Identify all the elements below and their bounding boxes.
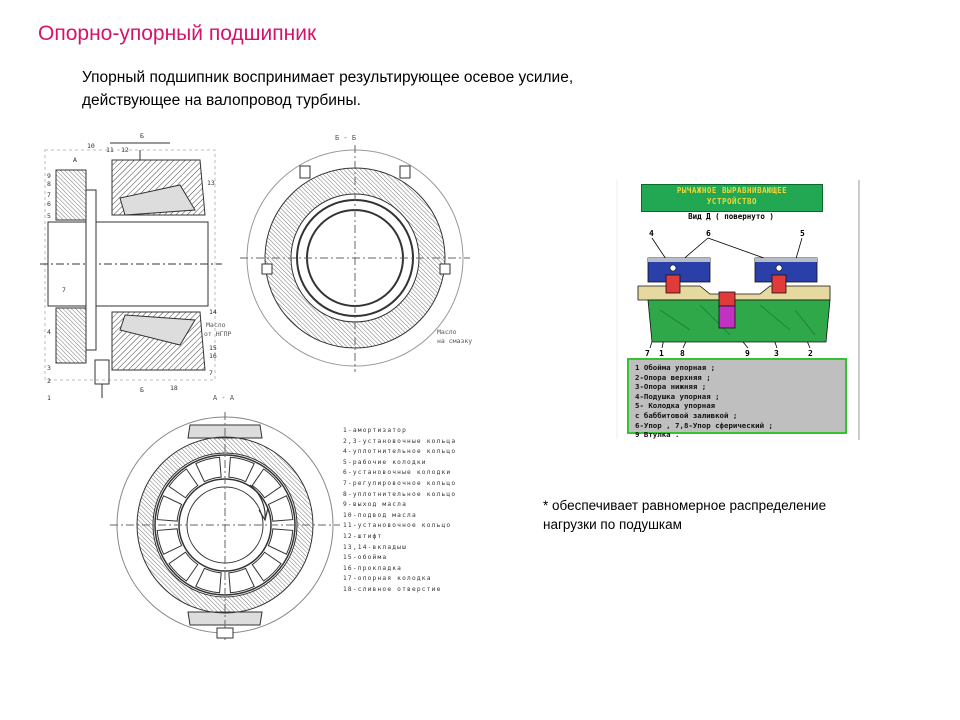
- green-base: [647, 299, 831, 343]
- legend-item: 5-рабочие колодки: [343, 458, 427, 466]
- svg-text:12: 12: [121, 146, 129, 154]
- panel-legend-item: 4-Подушка упорная ;: [635, 391, 720, 401]
- thrust-pad: [267, 495, 294, 522]
- legend-item: 6-установочные колодки: [343, 469, 452, 477]
- svg-text:3: 3: [47, 364, 51, 372]
- section-bb-label: Б - Б: [335, 134, 356, 142]
- section-aa-label: А - А: [213, 394, 235, 402]
- svg-text:2: 2: [808, 349, 813, 358]
- panel-legend-item: 6-Упор , 7,8-Упор сферический ;: [635, 420, 773, 430]
- drawing-legend: 1-амортизатор 2,3-установочные кольца 4-…: [343, 426, 456, 596]
- thrust-pad: [251, 551, 282, 582]
- panel-legend-item: 1 Обойма упорная ;: [635, 363, 716, 372]
- legend-item: 1-амортизатор: [343, 427, 408, 434]
- thrust-pad: [156, 528, 183, 555]
- svg-text:7: 7: [62, 286, 66, 294]
- legend-item: 13,14-вкладыш: [343, 543, 408, 551]
- svg-text:16: 16: [209, 352, 217, 360]
- legend-item: 17-опорная колодка: [343, 575, 432, 583]
- thrust-pad: [267, 528, 294, 555]
- section-bb: [240, 145, 470, 372]
- legend-item: 7-регулировочное кольцо: [343, 479, 457, 487]
- svg-text:7: 7: [209, 369, 213, 377]
- thrust-pad: [156, 495, 183, 522]
- svg-text:5: 5: [800, 229, 805, 238]
- thrust-pad: [195, 567, 222, 594]
- svg-text:18: 18: [170, 384, 178, 392]
- svg-text:11: 11: [106, 146, 114, 154]
- oil-label-1: Масло: [206, 321, 226, 329]
- svg-text:5: 5: [47, 212, 51, 220]
- svg-text:7: 7: [47, 191, 51, 199]
- thrust-pads-ring: [156, 456, 294, 594]
- magenta-bushing: [718, 305, 736, 329]
- legend-item: 9-выход масла: [343, 501, 408, 509]
- red-support-right: [771, 274, 787, 294]
- panel-title-line-2: УСТРОЙСТВО: [706, 197, 758, 206]
- panel-title-line-1: РЫЧАЖНОЕ ВЫРАВНИВАЮЩЕЕ: [676, 186, 788, 195]
- oil-label-4: на смазку: [437, 337, 472, 345]
- svg-text:13: 13: [207, 179, 215, 187]
- svg-text:9: 9: [745, 349, 750, 358]
- oil-label-3: Масло: [437, 328, 457, 336]
- thrust-pad: [168, 551, 199, 582]
- intro-line-2: действующее на валопровод турбины.: [82, 92, 361, 109]
- oil-label-2: от НГПР: [204, 330, 231, 338]
- svg-text:6: 6: [47, 200, 51, 208]
- legend-item: 18-сливное отверстие: [343, 585, 442, 593]
- svg-text:10: 10: [87, 142, 95, 150]
- thrust-pad: [228, 567, 255, 594]
- svg-text:1: 1: [659, 349, 664, 358]
- longitudinal-section: [40, 142, 222, 398]
- svg-text:14: 14: [209, 308, 217, 316]
- legend-item: 15-обойма: [343, 554, 388, 562]
- panel-legend: 1 Обойма упорная ; 2-Опора верхняя ; 3-О…: [627, 358, 847, 439]
- legend-item: 11-установочное кольцо: [343, 522, 452, 530]
- intro-line-1: Упорный подшипник воспринимает результир…: [82, 69, 574, 86]
- legend-item: 10-подвод масла: [343, 511, 417, 519]
- svg-text:6: 6: [706, 229, 711, 238]
- thrust-pad: [168, 468, 199, 499]
- svg-text:9: 9: [47, 172, 51, 180]
- svg-text:7: 7: [645, 349, 650, 358]
- panel-legend-item: 5- Колодка упорная: [635, 401, 716, 411]
- svg-text:1: 1: [47, 394, 51, 402]
- panel-legend-item: 9 Втулка .: [635, 430, 680, 440]
- legend-item: 12-штифт: [343, 532, 383, 540]
- panel-legend-item: 3-Опора нижняя ;: [635, 382, 707, 392]
- slide-title: Опорно-упорный подшипник: [38, 22, 317, 45]
- svg-text:А: А: [73, 156, 77, 164]
- svg-text:15: 15: [209, 344, 217, 352]
- red-support-left: [665, 274, 681, 294]
- panel-legend-item: с баббитовой заливкой ;: [635, 410, 738, 420]
- red-support-center: [718, 291, 736, 307]
- legend-item: 2,3-установочные кольца: [343, 437, 457, 445]
- svg-text:Б: Б: [140, 386, 144, 394]
- note-line-2: нагрузки по подушкам: [543, 517, 682, 532]
- note-line-1: * обеспечивает равномерное распределение: [543, 498, 827, 513]
- section-aa: [110, 412, 340, 640]
- svg-text:2: 2: [47, 377, 51, 385]
- legend-item: 8-уплотнительное кольцо: [343, 490, 457, 498]
- svg-text:4: 4: [47, 328, 51, 336]
- svg-text:8: 8: [47, 180, 51, 188]
- panel-title: РЫЧАЖНОЕ ВЫРАВНИВАЮЩЕЕ УСТРОЙСТВО: [641, 184, 823, 212]
- legend-item: 4-уплотнительное кольцо: [343, 448, 457, 456]
- panel-legend-item: 2-Опора верхняя ;: [635, 372, 711, 382]
- svg-text:3: 3: [774, 349, 779, 358]
- note-text: * обеспечивает равномерное распределение…: [543, 496, 888, 534]
- thrust-pad: [251, 468, 282, 499]
- thrust-pad: [228, 456, 255, 483]
- intro-text: Упорный подшипник воспринимает результир…: [82, 66, 722, 112]
- svg-text:4: 4: [649, 229, 654, 238]
- svg-text:Б: Б: [140, 132, 144, 140]
- panel-view-label: Вид Д ( повернуто ): [688, 212, 774, 221]
- thrust-pad: [195, 456, 222, 483]
- svg-text:8: 8: [680, 349, 685, 358]
- legend-item: 16-прокладка: [343, 564, 403, 572]
